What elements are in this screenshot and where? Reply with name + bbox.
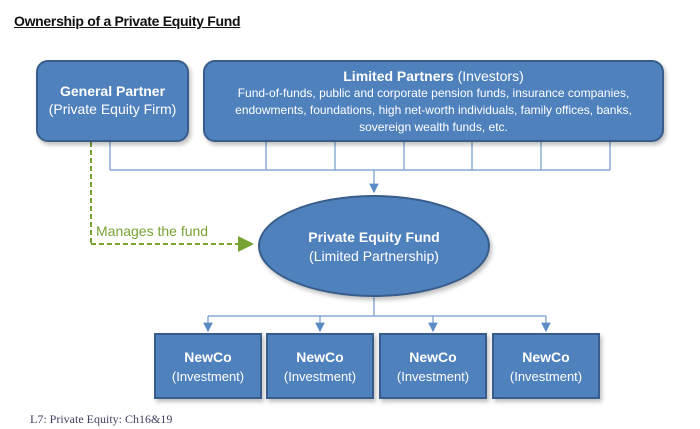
newco-detail: (Investment) (283, 369, 357, 384)
limited-partners-line-1: Fund-of-funds, public and corporate pens… (237, 86, 630, 100)
general-partner-detail: (Private Equity Firm) (48, 101, 177, 117)
manages-connector (90, 142, 254, 252)
fund-detail: (Limited Partnership) (309, 248, 439, 264)
private-equity-fund-node: Private Equity Fund (Limited Partnership… (258, 195, 490, 297)
manages-the-fund-label: Manages the fund (96, 223, 209, 239)
newco-name: NewCo (184, 349, 232, 365)
page-title: Ownership of a Private Equity Fund (14, 13, 241, 29)
limited-partners-line-2: endowments, foundations, high net-worth … (235, 103, 632, 117)
limited-partners-line-3: sovereign wealth funds, etc. (359, 120, 508, 134)
limited-partners-name: Limited Partners (343, 68, 454, 84)
limited-partners-box: Limited Partners (Investors) Fund-of-fun… (203, 60, 664, 142)
footer-caption: L7: Private Equity: Ch16&19 (30, 412, 173, 426)
newco-detail: (Investment) (509, 369, 583, 384)
investor-connectors (109, 142, 611, 194)
newco-box: NewCo (Investment) (154, 333, 262, 399)
general-partner-box: General Partner (Private Equity Firm) (36, 60, 189, 142)
investment-connectors (203, 297, 551, 333)
newco-box: NewCo (Investment) (266, 333, 374, 399)
fund-name: Private Equity Fund (308, 229, 440, 245)
limited-partners-tag: (Investors) (457, 68, 524, 84)
newco-box: NewCo (Investment) (492, 333, 600, 399)
newco-box: NewCo (Investment) (379, 333, 487, 399)
newco-name: NewCo (522, 349, 570, 365)
newco-detail: (Investment) (396, 369, 470, 384)
newco-detail: (Investment) (171, 369, 245, 384)
general-partner-name: General Partner (59, 83, 166, 99)
newco-name: NewCo (409, 349, 457, 365)
newco-name: NewCo (296, 349, 344, 365)
